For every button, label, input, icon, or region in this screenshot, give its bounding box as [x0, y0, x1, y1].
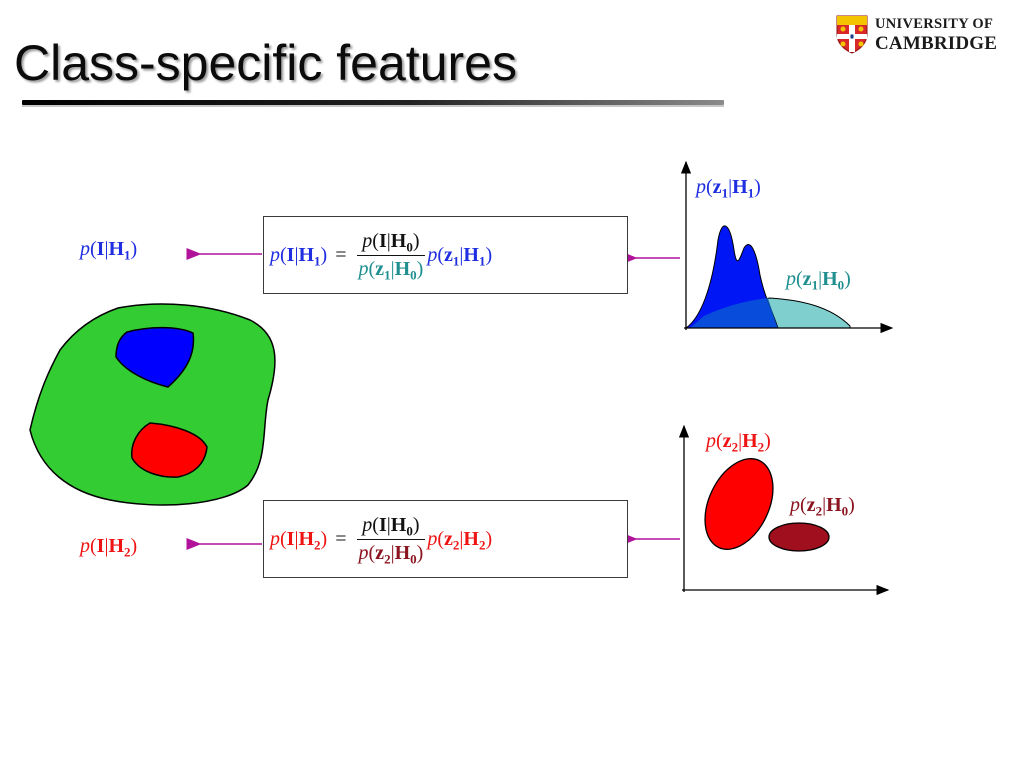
eq1-numerator: p(I|H0)	[362, 229, 420, 255]
green-image-region-icon	[29, 303, 276, 506]
plot2-h2-label: p(z2|H2)	[706, 430, 771, 455]
density-overlap	[690, 298, 778, 328]
h0-ellipse	[768, 522, 830, 552]
university-logo: UNIVERSITY OF CAMBRIDGE	[835, 14, 1015, 58]
equation-box-2: p(I|H2) = p(I|H0) p(z2|H0) p(z2|H2)	[263, 500, 628, 578]
eq1-lhs: p(I|H1)	[270, 243, 328, 269]
logo-line-1: UNIVERSITY OF	[875, 16, 994, 32]
eq2-lhs: p(I|H2)	[270, 527, 328, 553]
logo-line-2: CAMBRIDGE	[875, 33, 998, 54]
eq1-fraction: p(I|H0) p(z1|H0)	[356, 229, 426, 281]
title-underline	[22, 100, 724, 107]
eq2-denominator: p(z2|H0)	[356, 538, 426, 565]
output-label-2: p(I|H2)	[80, 535, 138, 560]
equation-box-1: p(I|H1) = p(I|H0) p(z1|H0) p(z1|H1)	[263, 216, 628, 294]
h2-ellipse	[704, 458, 774, 550]
university-crest-icon	[836, 15, 868, 54]
eq1-denominator: p(z1|H0)	[356, 254, 426, 281]
plot1-h1-label: p(z1|H1)	[696, 176, 761, 201]
eq2-likelihood: p(z2|H2)	[427, 527, 493, 553]
density-plot-1	[680, 160, 894, 334]
eq1-likelihood: p(z1|H1)	[427, 243, 493, 269]
plot1-h0-label: p(z1|H0)	[786, 268, 851, 293]
red-feature-blob-icon	[130, 422, 208, 478]
eq2-fraction: p(I|H0) p(z2|H0)	[356, 513, 426, 565]
eq2-numerator: p(I|H0)	[362, 513, 420, 539]
blue-feature-blob-icon	[115, 326, 195, 388]
eq2-equals: =	[335, 527, 347, 550]
slide-title: Class-specific features	[14, 35, 517, 91]
eq1-equals: =	[335, 243, 347, 266]
scatter-plot-2	[678, 424, 890, 596]
plot2-h0-label: p(z2|H0)	[790, 494, 855, 519]
output-label-1: p(I|H1)	[80, 238, 138, 263]
